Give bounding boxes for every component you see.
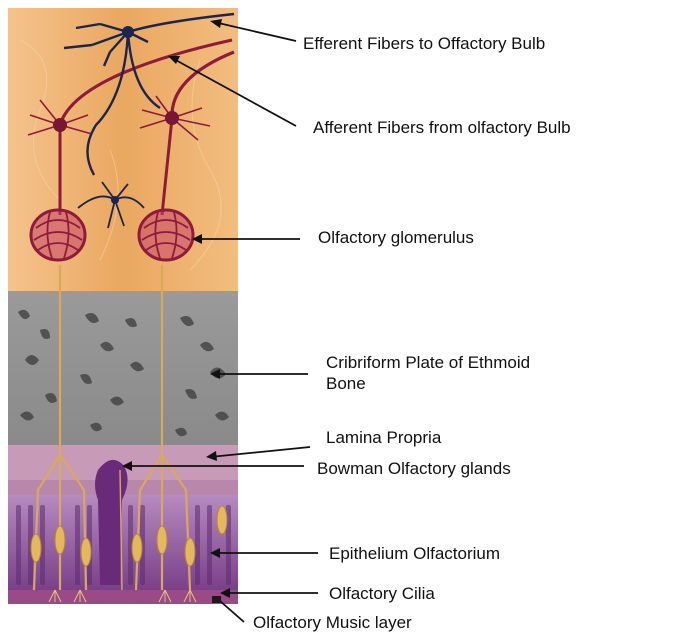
lamina-propria-label: Lamina Propria (326, 427, 441, 448)
olfactory-cilia-label: Olfactory Cilia (329, 583, 435, 604)
bowman-glands-label: Bowman Olfactory glands (317, 458, 511, 479)
mucus-layer-label: Olfactory Music layer (253, 612, 412, 633)
cribriform-plate-label: Cribriform Plate of Ethmoid Bone (326, 352, 546, 394)
granule-cell-body (122, 26, 134, 38)
olfactory-glomerulus-right (139, 210, 193, 260)
efferent-fibers-label: Efferent Fibers to Offactory Bulb (303, 33, 545, 54)
mucus-layer-marker (212, 596, 221, 603)
periglomerular-cell-body (111, 196, 119, 204)
epithelium-label: Epithelium Olfactorium (329, 543, 500, 564)
olfactory-glomerulus-left (31, 210, 85, 260)
olfactory-cilia-layer (8, 590, 238, 604)
glomerulus-label: Olfactory glomerulus (318, 227, 474, 248)
mucus-leader (220, 601, 244, 622)
afferent-fibers-label: Afferent Fibers from olfactory Bulb (313, 117, 571, 138)
cribriform-plate-layer (8, 291, 238, 445)
